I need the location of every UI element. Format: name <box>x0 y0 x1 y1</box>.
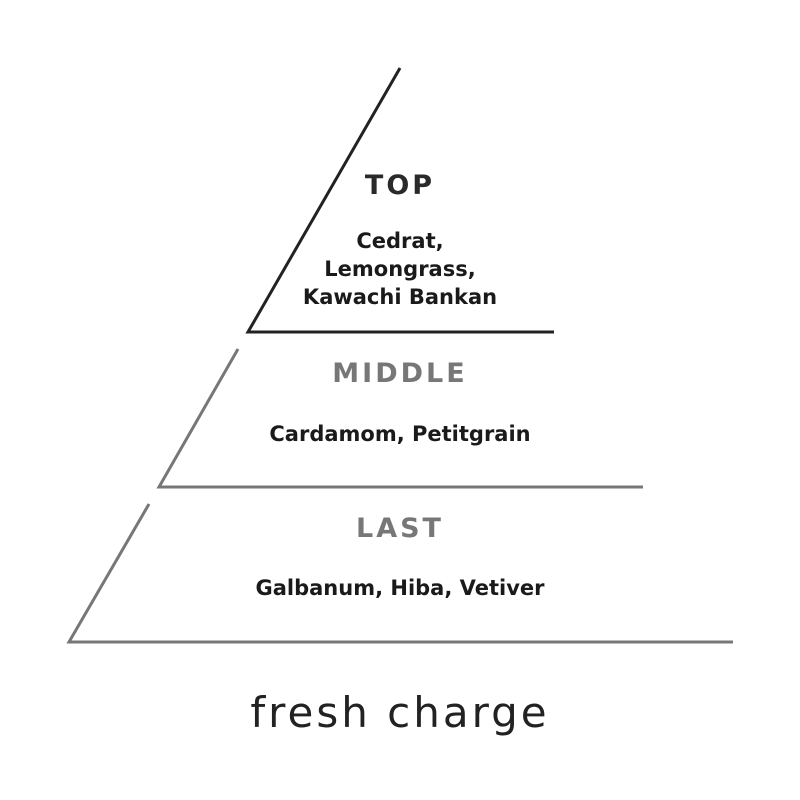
last-note-1: Galbanum, Hiba, Vetiver <box>255 576 545 600</box>
middle-tier-notes: Cardamom, Petitgrain <box>200 420 600 448</box>
last-tier-notes: Galbanum, Hiba, Vetiver <box>200 574 600 602</box>
footer-title: fresh charge <box>250 688 550 737</box>
top-note-2: Lemongrass, <box>324 257 476 281</box>
middle-tier-outline <box>156 348 643 489</box>
top-tier-label: TOP <box>364 170 436 201</box>
top-note-1: Cedrat, <box>356 229 444 253</box>
middle-tier-label: MIDDLE <box>332 358 468 389</box>
middle-note-1: Cardamom, Petitgrain <box>269 422 531 446</box>
last-tier-label: LAST <box>356 513 444 544</box>
top-tier-outline <box>245 67 554 334</box>
top-tier-notes: Cedrat, Lemongrass, Kawachi Bankan <box>250 227 550 311</box>
last-tier-outline <box>66 503 733 644</box>
top-note-3: Kawachi Bankan <box>302 285 498 309</box>
